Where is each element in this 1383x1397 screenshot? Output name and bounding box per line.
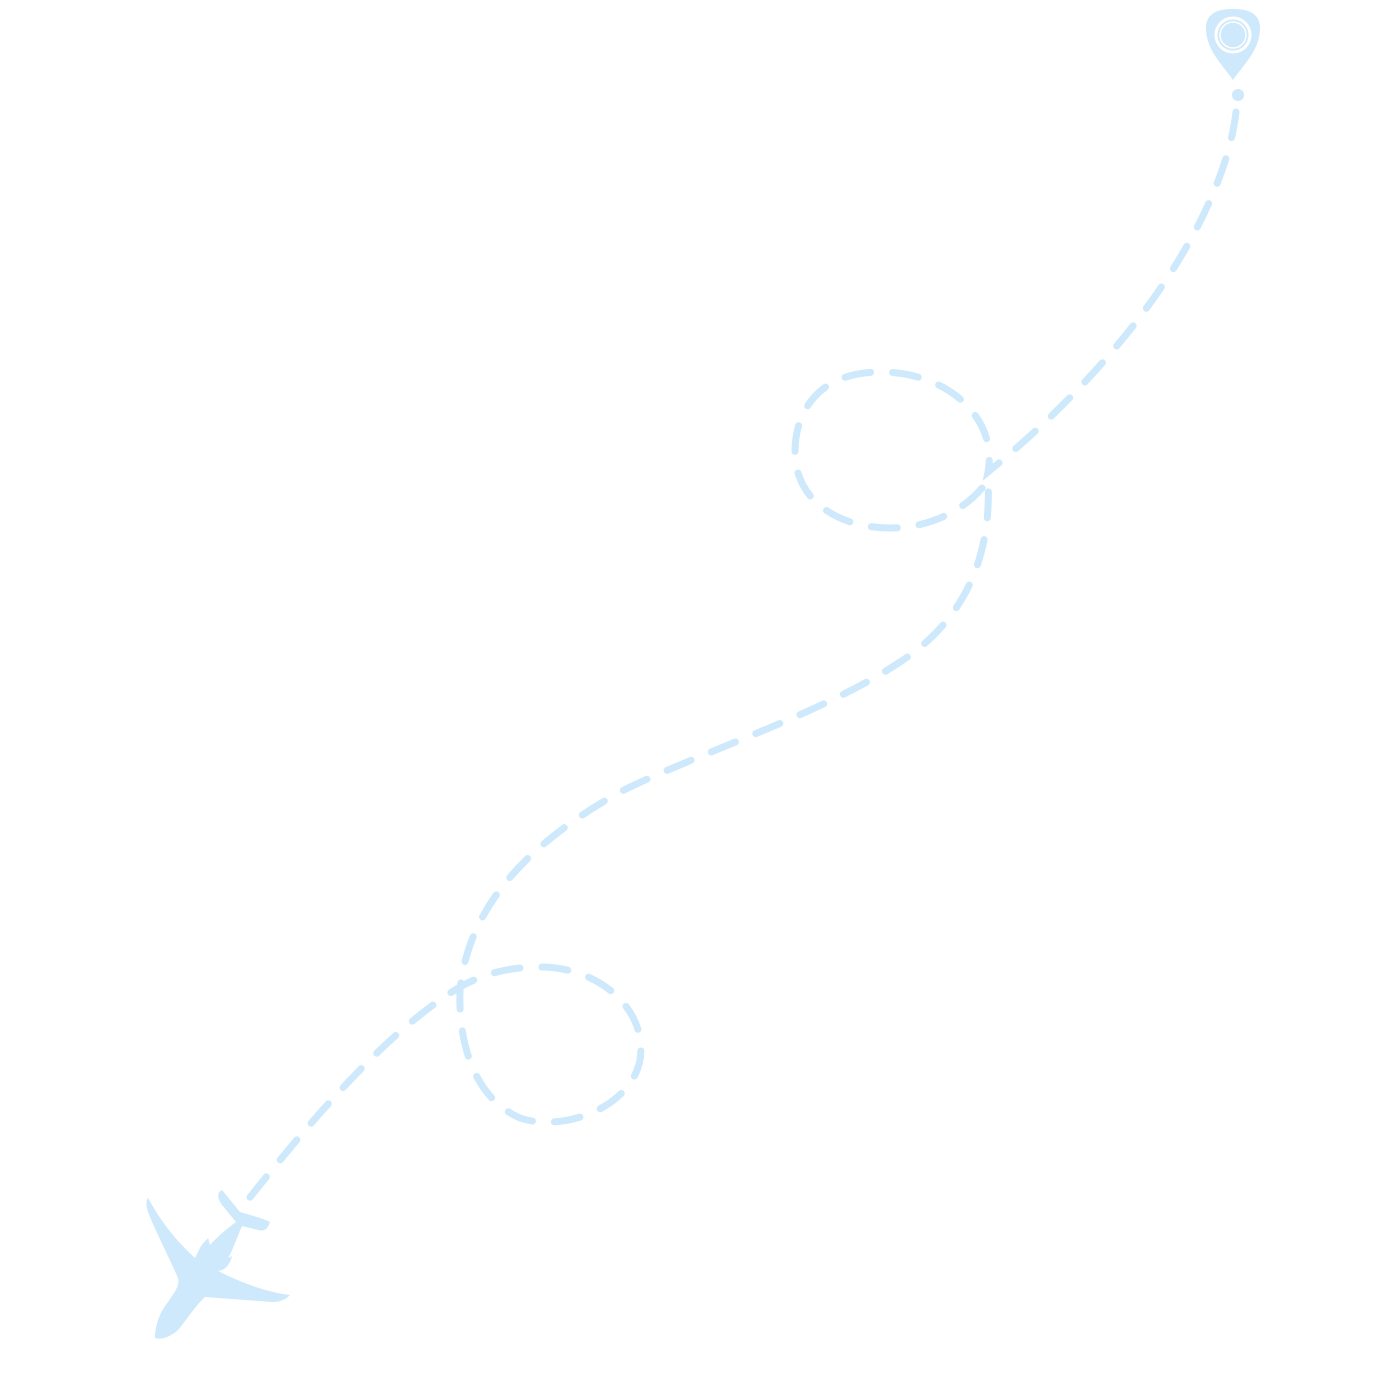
airplane-icon [146, 1190, 290, 1339]
dashed-flight-route [236, 108, 1240, 1214]
location-pin-icon [1206, 9, 1260, 101]
